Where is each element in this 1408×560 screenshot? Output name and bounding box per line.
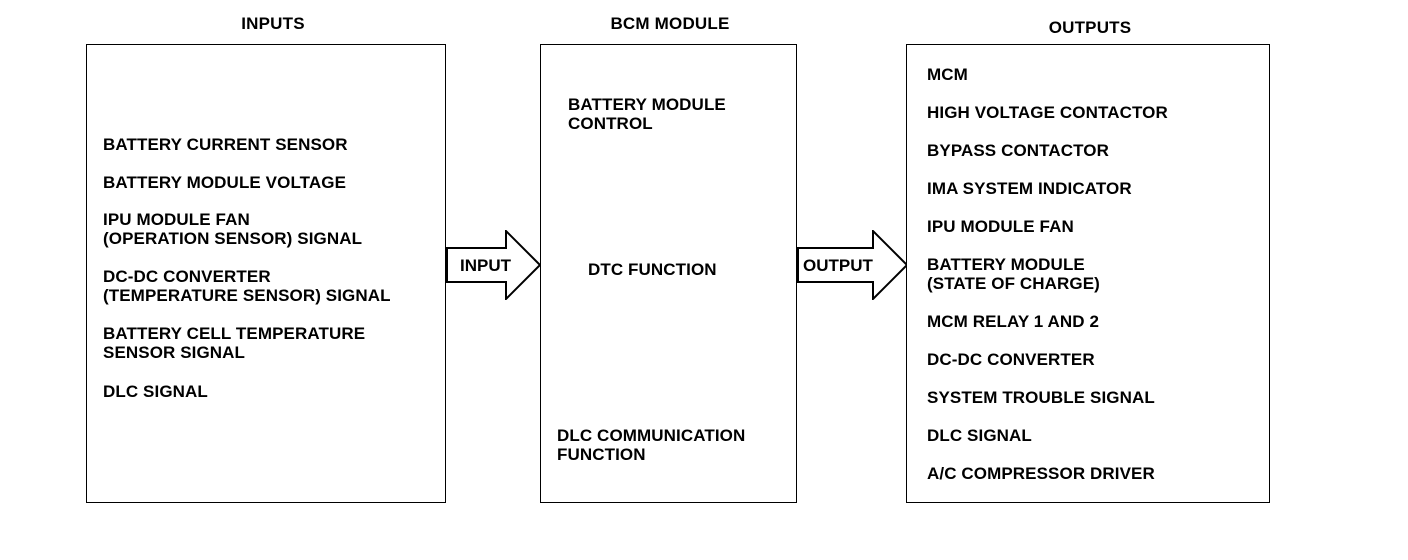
output-item-ipu-module-fan: IPU MODULE FAN: [927, 217, 1074, 236]
input-item-ipu-module-fan: IPU MODULE FAN (OPERATION SENSOR) SIGNAL: [103, 210, 363, 248]
output-item-ima-system-indicator: IMA SYSTEM INDICATOR: [927, 179, 1132, 198]
output-item-system-trouble-signal: SYSTEM TROUBLE SIGNAL: [927, 388, 1155, 407]
output-item-high-voltage-contactor: HIGH VOLTAGE CONTACTOR: [927, 103, 1168, 122]
input-arrow-label: INPUT: [460, 256, 511, 275]
output-item-mcm-relay: MCM RELAY 1 AND 2: [927, 312, 1100, 331]
bcm-item-dtc-function: DTC FUNCTION: [588, 260, 717, 279]
outputs-box: MCM HIGH VOLTAGE CONTACTOR BYPASS CONTAC…: [906, 44, 1270, 503]
output-item-dlc-signal: DLC SIGNAL: [927, 426, 1032, 445]
output-item-mcm: MCM: [927, 65, 968, 84]
input-item-dlc-signal: DLC SIGNAL: [103, 382, 208, 401]
inputs-box: BATTERY CURRENT SENSOR BATTERY MODULE VO…: [86, 44, 446, 503]
output-arrow: [797, 230, 909, 300]
input-item-battery-cell-temperature: BATTERY CELL TEMPERATURE SENSOR SIGNAL: [103, 324, 366, 362]
bcm-module-heading: BCM MODULE: [610, 14, 730, 33]
bcm-item-dlc-communication-function: DLC COMMUNICATION FUNCTION: [557, 426, 746, 464]
output-item-battery-module-soc: BATTERY MODULE (STATE OF CHARGE): [927, 255, 1100, 293]
output-item-dc-dc-converter: DC-DC CONVERTER: [927, 350, 1095, 369]
bcm-module-box: BATTERY MODULE CONTROL DTC FUNCTION DLC …: [540, 44, 797, 503]
input-item-dc-dc-converter: DC-DC CONVERTER (TEMPERATURE SENSOR) SIG…: [103, 267, 391, 305]
output-arrow-label: OUTPUT: [803, 256, 873, 275]
inputs-heading: INPUTS: [241, 14, 305, 33]
input-arrow: [446, 230, 542, 300]
bcm-item-battery-module-control: BATTERY MODULE CONTROL: [568, 95, 726, 133]
outputs-heading: OUTPUTS: [1048, 18, 1132, 37]
output-item-bypass-contactor: BYPASS CONTACTOR: [927, 141, 1110, 160]
input-item-battery-module-voltage: BATTERY MODULE VOLTAGE: [103, 173, 347, 192]
input-item-battery-current-sensor: BATTERY CURRENT SENSOR: [103, 135, 348, 154]
output-item-ac-compressor-driver: A/C COMPRESSOR DRIVER: [927, 464, 1155, 483]
